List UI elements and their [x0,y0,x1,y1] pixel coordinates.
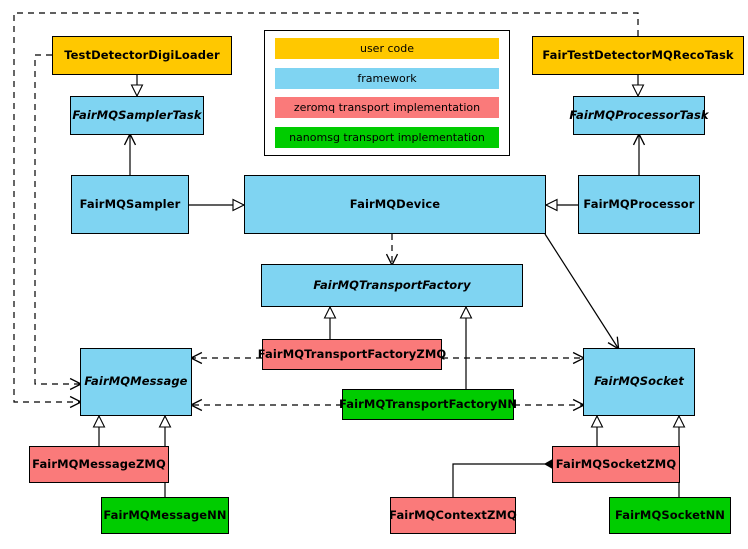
class-box-fairmqcontextzmq[interactable]: FairMQContextZMQ [389,497,517,534]
class-box-fairmqtransportfactory[interactable]: FairMQTransportFactory [261,264,523,307]
class-box-fairmqtransportfactoryzmq[interactable]: FairMQTransportFactoryZMQ [258,339,446,370]
class-label: FairMQDevice [349,196,441,211]
class-box-fairmqsocket[interactable]: FairMQSocket [583,348,695,416]
legend-item-user-code: user code [275,38,499,59]
class-box-fairmqprocessor[interactable]: FairMQProcessor [578,175,700,234]
class-box-fairmqsocketnn[interactable]: FairMQSocketNN [609,497,731,534]
class-label: FairMQProcessorTask [569,107,709,122]
class-label: TestDetectorDigiLoader [64,47,220,62]
class-label: FairMQTransportFactory [313,277,471,292]
legend-label-user-code: user code [359,42,415,55]
legend-item-framework: framework [275,67,499,89]
legend-item-zeromq: zeromq transport implementation [275,97,499,119]
class-label: FairMQContextZMQ [389,507,517,522]
class-box-fairmqsampler[interactable]: FairMQSampler [71,175,189,234]
legend-label-zeromq: zeromq transport implementation [293,101,481,115]
class-box-fairmqmessagenn[interactable]: FairMQMessageNN [101,497,229,534]
class-box-fairmqdevice[interactable]: FairMQDevice [244,175,546,234]
class-label: FairMQTransportFactoryZMQ [257,346,447,361]
class-box-fairtestdetectormqrecotask[interactable]: FairTestDetectorMQRecoTask [532,36,744,75]
class-label: FairMQTransportFactoryNN [338,396,518,411]
class-box-testdetectordigiloader[interactable]: TestDetectorDigiLoader [52,36,232,75]
class-label: FairMQSampler [79,196,181,211]
class-label: FairMQProcessor [583,196,695,211]
class-label: FairMQSocketNN [614,507,726,522]
class-box-fairmqsocketzmq[interactable]: FairMQSocketZMQ [552,446,680,483]
edge-contextzmq-socketzmq [452,458,562,497]
class-box-fairmqsamplertask[interactable]: FairMQSamplerTask [70,96,204,135]
class-label: FairMQSocket [594,374,684,389]
class-box-fairmqmessagezmq[interactable]: FairMQMessageZMQ [29,446,169,483]
class-box-fairmqtransportfactorynn[interactable]: FairMQTransportFactoryNN [338,389,518,420]
legend-label-nanomsg: nanomsg transport implementation [289,130,485,144]
class-label: FairMQMessageNN [103,507,227,522]
class-label: FairMQSocketZMQ [555,456,677,471]
edge-device-socket [544,233,618,348]
legend-panel: user code framework zeromq transport imp… [264,30,510,156]
class-label: FairMQMessage [84,374,188,389]
legend-item-nanomsg: nanomsg transport implementation [275,126,499,148]
class-box-fairmqprocessortask[interactable]: FairMQProcessorTask [569,96,709,135]
class-label: FairMQMessageZMQ [32,456,166,471]
legend-label-framework: framework [357,71,417,85]
class-label: FairTestDetectorMQRecoTask [542,47,734,62]
class-box-fairmqmessage[interactable]: FairMQMessage [80,348,192,416]
class-label: FairMQSamplerTask [72,107,202,122]
